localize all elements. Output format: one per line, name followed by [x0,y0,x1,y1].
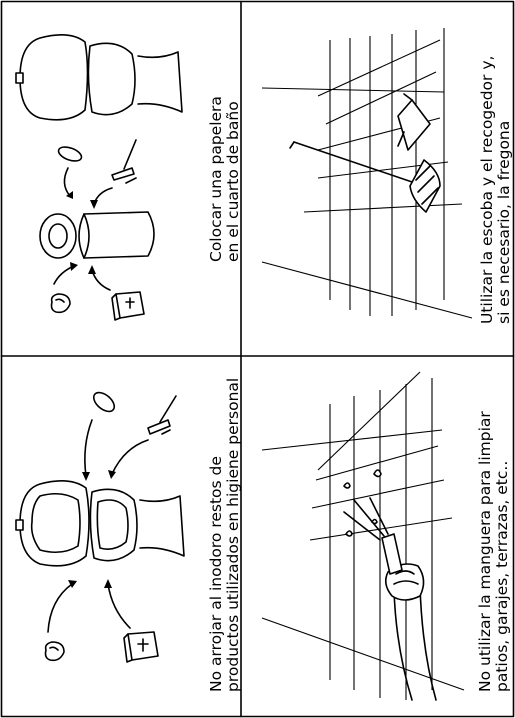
broom-icon [289,141,441,213]
arrows-icon [47,419,149,633]
tissue-icon [44,641,65,662]
soap-bar-icon [92,391,116,413]
dustpan-icon [397,93,431,151]
arrows-icon [53,167,113,291]
top-right-caption-line1: Utilizar la escoba y el recogedor y, [478,56,496,324]
toilet-icon [15,480,185,567]
razor-icon [111,139,137,184]
bottom-right-caption-line2: patios, garajes, terrazas, etc.. [493,461,511,692]
water-spray-icon [343,469,389,541]
waste-bin-icon [39,211,155,259]
first-aid-box-icon [111,291,145,321]
panel-bottom-right: No utilizar la manguera para limpiar pat… [261,371,511,701]
bottom-left-caption-line2: productos utilizados en higiene personal [224,378,242,692]
wall-tiles [261,371,465,700]
toilet-icon [15,34,183,121]
panel-top-right: Utilizar la escoba y el recogedor y, si … [261,28,513,324]
panel-top-left: Colocar una papelera en el cuarto de bañ… [15,34,242,321]
hose-icon [381,533,437,701]
bottom-right-caption-line1: No utilizar la manguera para limpiar [476,411,494,692]
panel-bottom-left: No arrojar al inodoro restos de producto… [15,378,242,692]
razor-icon [147,395,177,435]
soap-bar-icon [57,146,83,162]
first-aid-box-icon [123,631,159,663]
top-right-caption-line2: si es necesario, la fregona [495,121,513,324]
bottom-left-caption-line1: No arrojar al inodoro restos de [207,456,225,692]
top-left-caption-line2: en el cuarto de baño [224,101,242,262]
tissue-icon [50,293,71,314]
top-left-caption-line1: Colocar una papelera [207,96,225,262]
